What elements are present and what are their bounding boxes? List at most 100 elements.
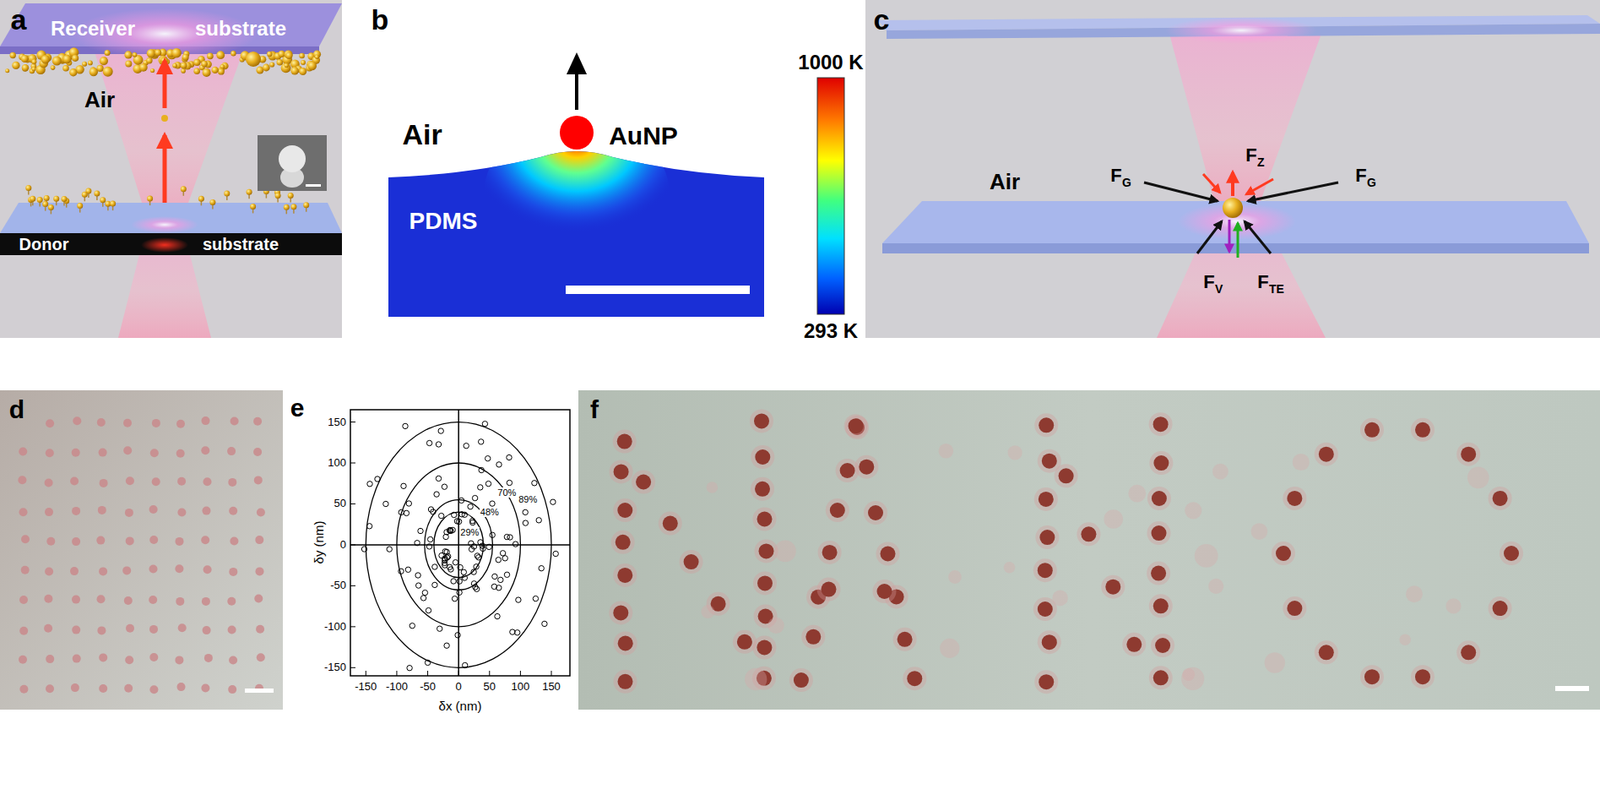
data-point	[461, 511, 467, 517]
particle-halo	[752, 635, 776, 660]
gold-nanoparticle	[132, 52, 137, 57]
transferred-particle	[18, 447, 28, 456]
transferred-particle	[174, 564, 184, 573]
transferred-particle	[200, 535, 210, 544]
particle-halo	[1360, 417, 1384, 442]
data-point	[426, 543, 432, 549]
data-point	[445, 553, 451, 559]
gold-nanoparticle	[180, 185, 187, 192]
gold-nanoparticle	[230, 50, 236, 56]
tick	[365, 670, 367, 676]
transferred-particle	[98, 652, 108, 662]
particle-halo	[844, 413, 868, 438]
gold-nanoparticle	[81, 61, 87, 67]
gold-nanoparticle	[109, 200, 116, 207]
data-point	[467, 504, 473, 510]
data-point	[374, 476, 380, 482]
transferred-particle	[124, 655, 134, 664]
tick	[350, 421, 356, 423]
data-point	[454, 518, 460, 524]
gold-nanoparticle	[284, 63, 289, 68]
data-point	[420, 595, 426, 601]
gold-nanoparticle	[284, 49, 293, 59]
gold-nanoparticle	[146, 48, 157, 59]
transferred-particle	[683, 553, 700, 570]
data-point	[477, 484, 483, 490]
gold-nanoparticle	[275, 192, 282, 199]
transferred-particle	[848, 417, 864, 434]
gold-nanoparticle	[200, 60, 208, 68]
data-point	[398, 509, 404, 515]
gold-nanoparticle	[42, 200, 49, 207]
panel-f-photo	[578, 390, 1600, 710]
transferred-particle	[858, 459, 874, 475]
faint-spot	[939, 638, 960, 658]
transferred-particle	[1058, 467, 1074, 483]
faint-spot	[1251, 522, 1269, 540]
transferred-particle	[1364, 422, 1380, 438]
transferred-particle	[840, 462, 856, 478]
transferred-particle	[45, 654, 55, 663]
transferred-particle	[149, 624, 158, 634]
transferred-particle	[148, 595, 158, 604]
tick-label: -150	[354, 680, 377, 693]
transferred-particle	[754, 481, 771, 497]
transferred-particle	[177, 477, 186, 486]
faint-spot	[744, 667, 767, 690]
data-point	[442, 562, 448, 568]
transferred-particle	[877, 583, 893, 599]
data-point	[506, 479, 512, 485]
transferred-particle	[203, 564, 212, 574]
transferred-particle	[177, 682, 186, 691]
transferred-particle	[149, 564, 158, 574]
colorbar-label: 1000 K	[797, 51, 863, 74]
data-point	[432, 564, 438, 570]
data-point	[406, 500, 412, 506]
gold-nanoparticle	[182, 54, 190, 61]
data-point	[461, 574, 467, 581]
transferred-particle	[72, 416, 82, 425]
particle-halo	[789, 667, 814, 692]
gold-nanoparticle	[307, 61, 317, 71]
gold-nanoparticle	[193, 59, 201, 66]
gold-nanoparticle	[298, 53, 305, 60]
faint-spot	[1212, 463, 1229, 480]
panel-letter: d	[9, 395, 25, 424]
data-point	[415, 572, 421, 578]
data-point	[456, 578, 462, 584]
transferred-particle	[880, 546, 896, 562]
tick	[458, 670, 460, 676]
force-label: F	[1355, 165, 1367, 186]
data-point	[398, 568, 404, 574]
transferred-particle	[1415, 422, 1431, 438]
percentile-label: 70%	[496, 487, 517, 498]
transferred-particle	[176, 449, 185, 458]
transferred-particle	[99, 478, 109, 488]
gold-nanoparticle	[41, 54, 50, 64]
tick	[350, 585, 356, 586]
data-point	[414, 540, 420, 546]
data-point	[438, 428, 444, 434]
transferred-particle	[70, 683, 80, 692]
gold-nanoparticle	[139, 63, 148, 72]
particle-halo	[1282, 596, 1307, 620]
transferred-particle	[19, 595, 28, 604]
transferred-particle	[98, 448, 108, 457]
gold-nanoparticle	[104, 49, 111, 56]
transferred-particle	[829, 502, 846, 518]
gold-nanoparticle	[298, 67, 307, 76]
transferred-particle	[754, 449, 771, 465]
particle-halo	[658, 511, 683, 536]
data-point	[496, 585, 502, 591]
transferred-particle	[228, 506, 238, 516]
particle-halo	[608, 600, 633, 624]
faint-spot	[1405, 585, 1423, 603]
data-point	[473, 564, 479, 570]
data-point	[489, 531, 495, 537]
data-point	[478, 439, 484, 445]
gold-nanoparticle	[202, 68, 212, 77]
gold-nanoparticle	[217, 68, 225, 76]
data-point	[432, 581, 438, 587]
particle-halo	[1499, 541, 1524, 565]
transferred-particle	[253, 417, 262, 426]
